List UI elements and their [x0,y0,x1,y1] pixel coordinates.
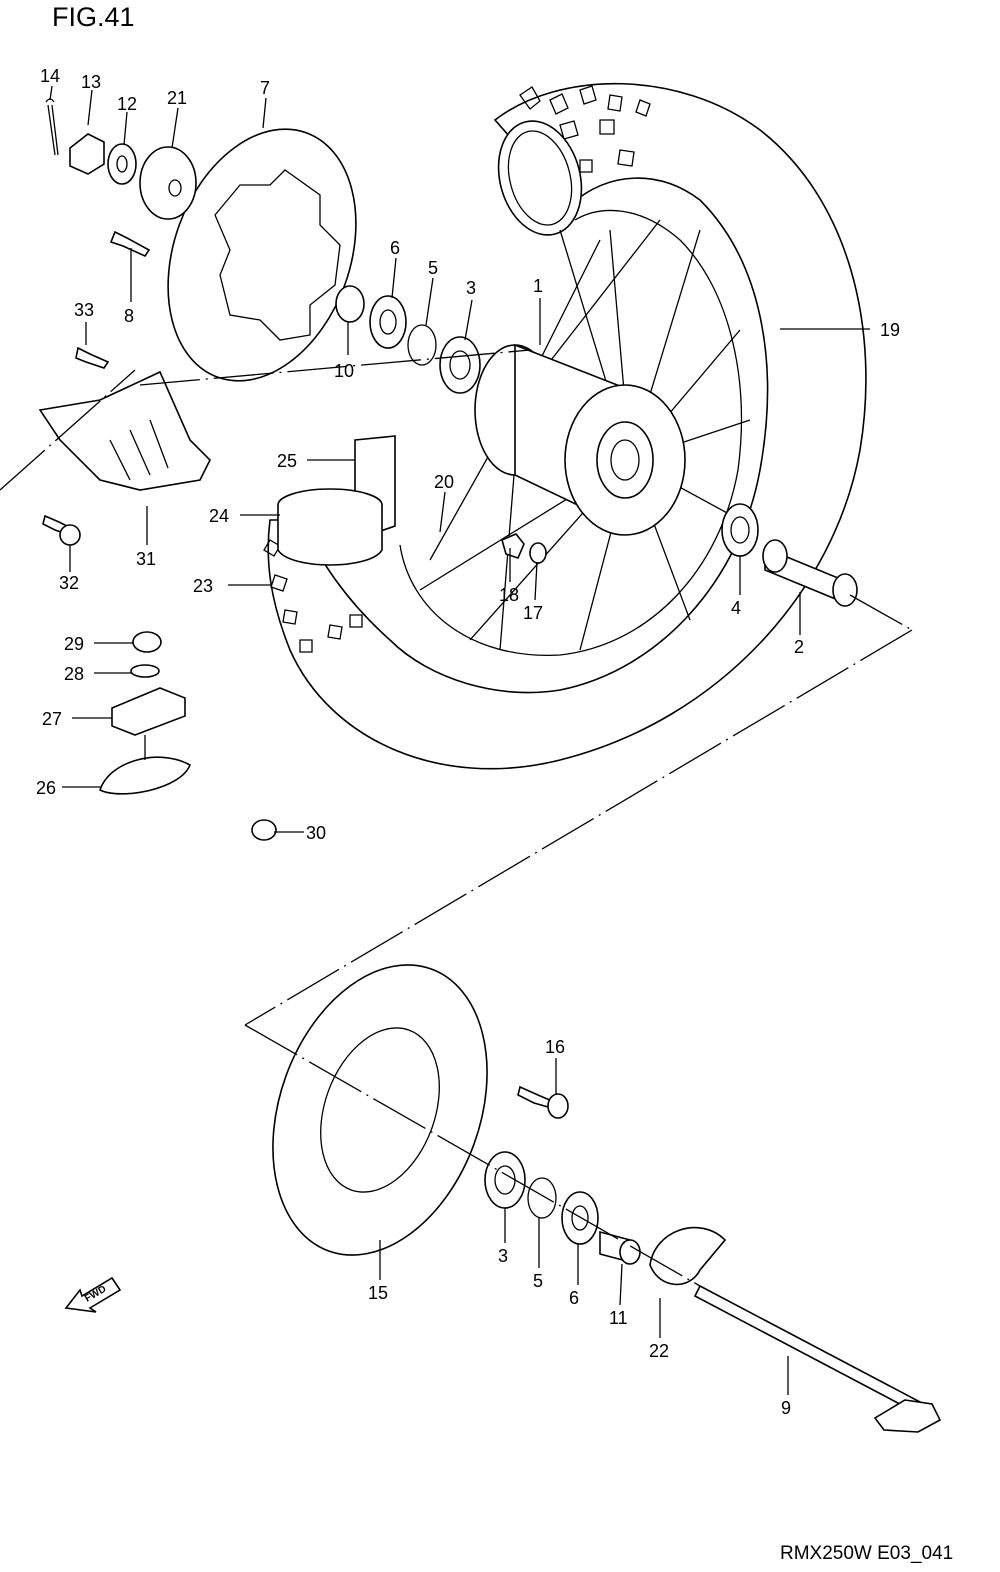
part-label-18: 18 [499,585,519,605]
part-label-32: 32 [59,573,79,593]
part-label-3: 3 [498,1246,508,1266]
part-label-22: 22 [649,1341,669,1361]
center-lines [0,349,913,1287]
part-label-9: 9 [781,1398,791,1418]
hub-drawing [419,219,751,651]
part-label-17: 17 [523,603,543,623]
part-label-21: 21 [167,88,187,108]
part-label-25: 25 [277,451,297,471]
part-label-30: 30 [306,823,326,843]
brake-disc-drawing [167,128,357,382]
part-label-33: 33 [74,300,94,320]
part-label-26: 26 [36,778,56,798]
part-label-10: 10 [334,361,354,381]
part-label-2: 2 [794,637,804,657]
part-label-4: 4 [731,598,741,618]
part-label-31: 31 [136,549,156,569]
part-label-6: 6 [390,238,400,258]
part-label-24: 24 [209,506,229,526]
part-label-28: 28 [64,664,84,684]
part-label-20: 20 [434,472,454,492]
part-label-15: 15 [368,1283,388,1303]
part-label-23: 23 [193,576,213,596]
part-label-12: 12 [117,94,137,114]
leader-lines [49,85,870,1395]
part-label-3: 3 [466,278,476,298]
tire-drawing [263,82,867,770]
part-label-29: 29 [64,634,84,654]
part-label-5: 5 [533,1271,543,1291]
part-label-27: 27 [42,709,62,729]
part-label-19: 19 [880,320,900,340]
part-label-16: 16 [545,1037,565,1057]
fwd-arrow-badge: FWD [64,1276,122,1313]
part-label-13: 13 [81,72,101,92]
part-labels: 1 2 3 3 4 5 5 6 6 7 8 9 10 11 12 13 14 1… [36,66,900,1418]
part-label-1: 1 [533,276,543,296]
part-label-8: 8 [124,306,134,326]
part-label-7: 7 [260,78,270,98]
part-label-11: 11 [609,1308,628,1328]
figure-code: RMX250W E03_041 [780,1543,954,1564]
part-label-5: 5 [428,258,438,278]
figure-title: FIG.41 [52,2,135,32]
part-label-14: 14 [40,66,60,86]
part-label-6: 6 [569,1288,579,1308]
sprocket-drawing [272,964,488,1256]
